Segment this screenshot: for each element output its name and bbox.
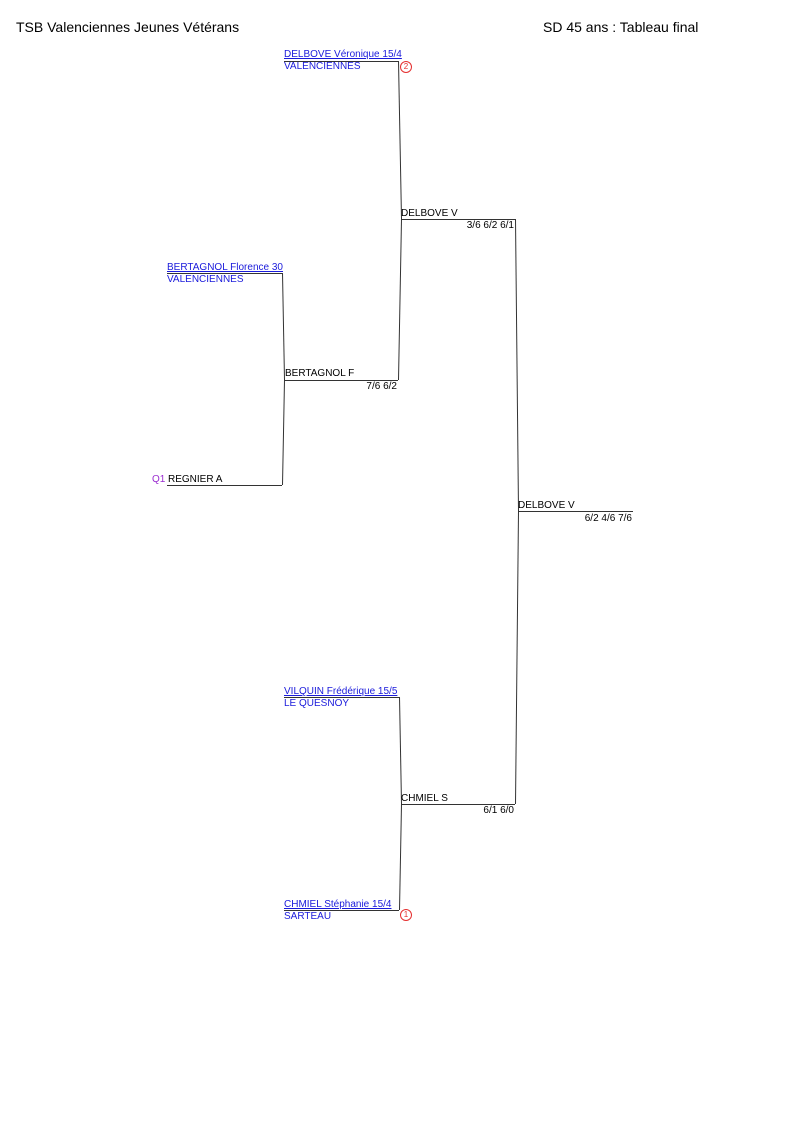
bracket-line: [398, 218, 402, 381]
tournament-club-title: TSB Valenciennes Jeunes Vétérans: [16, 19, 240, 35]
match-score: 7/6 6/2: [366, 381, 397, 392]
seed-badge: 1: [400, 909, 412, 921]
player-name-link[interactable]: DELBOVE Véronique 15/4: [284, 49, 402, 60]
bracket-line: [399, 803, 402, 911]
player-club: VALENCIENNES: [167, 274, 244, 285]
bracket-line: [515, 510, 519, 805]
player-club: SARTEAU: [284, 911, 332, 922]
match-score: 6/1 6/0: [483, 805, 514, 816]
bracket-line: [515, 218, 519, 512]
player-club: LE QUESNOY: [284, 698, 350, 709]
player-name-link[interactable]: VILQUIN Frédérique 15/5: [284, 686, 398, 697]
qualifier-tag: Q1: [152, 474, 166, 485]
player-entry: DELBOVE Véronique 15/4 VALENCIENNES: [284, 49, 402, 73]
player-name-link[interactable]: CHMIEL Stéphanie 15/4: [284, 899, 392, 910]
bracket-line: [282, 272, 285, 381]
player-entry: CHMIEL Stéphanie 15/4 SARTEAU: [284, 899, 391, 923]
player-name-link[interactable]: BERTAGNOL Florence 30: [167, 262, 283, 273]
player-club: VALENCIENNES: [284, 61, 361, 72]
match-winner: BERTAGNOL F: [285, 368, 355, 379]
player-entry: VILQUIN Frédérique 15/5 LE QUESNOY: [284, 686, 397, 710]
final-winner: DELBOVE V: [518, 500, 575, 511]
match-score: 3/6 6/2 6/1: [466, 220, 514, 231]
bracket-line: [398, 60, 402, 220]
player-name: REGNIER A: [168, 474, 223, 485]
match-winner: DELBOVE V: [401, 208, 458, 219]
draw-title: SD 45 ans : Tableau final: [543, 19, 699, 35]
final-score: 6/2 4/6 7/6: [584, 513, 632, 524]
match-winner: CHMIEL S: [401, 793, 448, 804]
player-entry: BERTAGNOL Florence 30 VALENCIENNES: [167, 262, 283, 286]
seed-badge: 2: [400, 61, 412, 73]
bracket-line: [399, 696, 402, 805]
bracket-line: [282, 379, 285, 486]
